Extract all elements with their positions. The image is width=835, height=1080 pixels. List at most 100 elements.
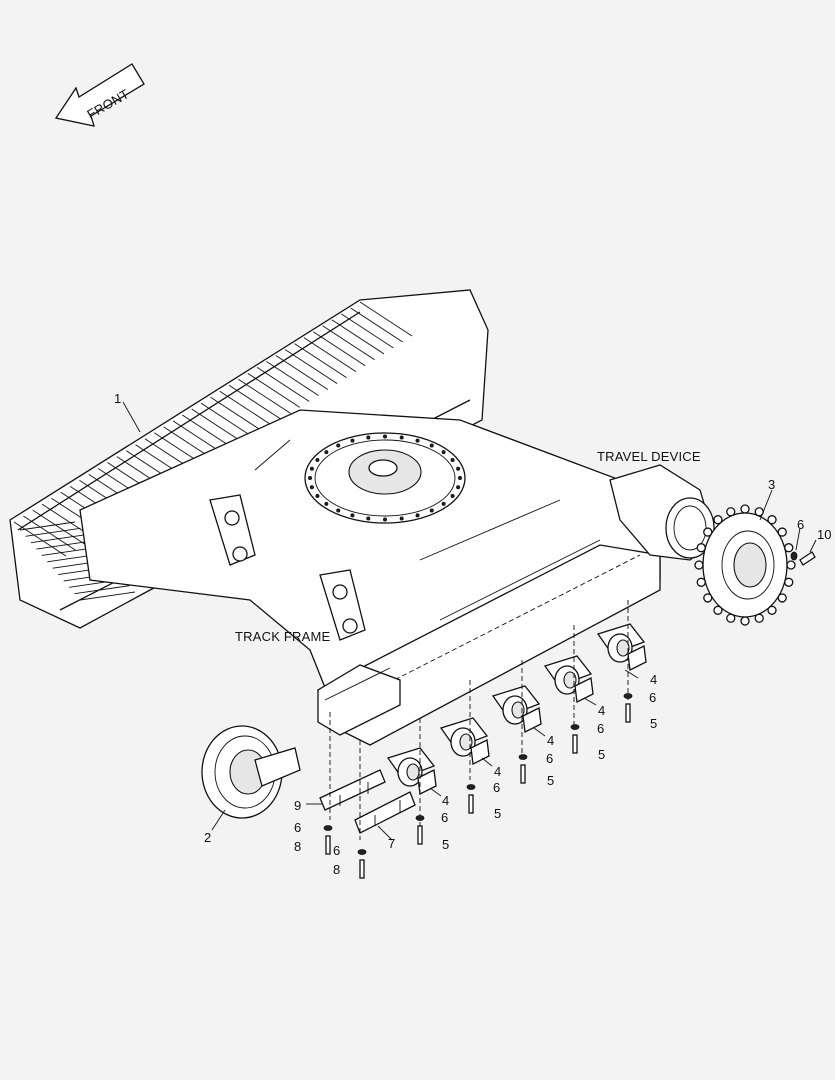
track-shoe <box>79 591 136 601</box>
washer <box>518 754 528 760</box>
ring-bolt <box>399 516 404 521</box>
washer <box>323 825 333 831</box>
sprocket-tooth <box>777 527 787 537</box>
callout-6-d: 6 <box>493 780 500 795</box>
ring-bolt <box>315 457 320 462</box>
callout-5-d: 5 <box>494 806 501 821</box>
track-roller <box>386 747 437 795</box>
sprocket-tooth <box>740 616 750 626</box>
callout-6-e: 6 <box>441 810 448 825</box>
idler <box>201 725 301 819</box>
ring-bolt <box>324 501 329 506</box>
washer <box>415 815 425 821</box>
ring-bolt <box>366 435 371 440</box>
ring-bolt <box>450 494 455 499</box>
track-shoe <box>36 540 92 550</box>
ring-bolt <box>336 508 341 513</box>
sprocket-tooth <box>726 507 736 517</box>
ring-bolt <box>450 457 455 462</box>
callout-6-c: 6 <box>546 751 553 766</box>
callout-6-sprocket: 6 <box>797 517 804 532</box>
ring-bolt <box>399 435 404 440</box>
track-shoe <box>303 337 357 373</box>
track-shoe <box>341 313 394 349</box>
track-shoe <box>30 534 86 544</box>
ring-bolt <box>456 485 461 490</box>
callout-4-e: 4 <box>442 793 449 808</box>
track-guard-front <box>319 769 416 834</box>
ring-bolt <box>324 450 329 455</box>
ring-bolt <box>382 517 387 522</box>
leader-lines <box>122 401 817 841</box>
callout-5-b: 5 <box>598 747 605 762</box>
travel-device <box>609 464 716 561</box>
track-shoe <box>210 396 263 432</box>
ring-bolt <box>336 443 341 448</box>
sprocket-tooth <box>767 515 777 525</box>
track-shoe <box>238 378 291 414</box>
ring-bolt <box>309 485 314 490</box>
side-frame-beam <box>317 544 661 746</box>
sprocket-tooth <box>713 515 723 525</box>
callout-4-c: 4 <box>547 733 554 748</box>
sprocket-tooth <box>703 527 713 537</box>
track-shoe <box>294 343 347 378</box>
track-shoe <box>266 361 319 396</box>
callout-6-a: 6 <box>649 690 656 705</box>
ring-bolt <box>456 466 461 471</box>
callout-1: 1 <box>114 391 121 406</box>
travel-device-label: TRAVEL DEVICE <box>597 449 701 464</box>
ring-bolt <box>415 513 420 518</box>
washer <box>570 724 580 730</box>
callout-6-g: 6 <box>333 843 340 858</box>
washer <box>466 784 476 790</box>
track-shoe <box>219 390 272 426</box>
bolt <box>520 764 526 784</box>
sprocket <box>694 504 796 626</box>
track-shoe <box>350 307 403 343</box>
ring-bolt <box>441 450 446 455</box>
ring-bolt <box>441 501 446 506</box>
sprocket-tooth <box>703 593 713 603</box>
callout-4-b: 4 <box>598 703 605 718</box>
sprocket-tooth <box>777 593 787 603</box>
callout-9: 9 <box>294 798 301 813</box>
callout-2: 2 <box>204 830 211 845</box>
fasteners <box>323 693 633 879</box>
bolt <box>417 825 423 845</box>
sprocket-tooth <box>784 543 794 553</box>
ring-bolt <box>350 513 355 518</box>
sprocket-teeth <box>694 504 796 626</box>
washer <box>357 849 367 855</box>
track-roller <box>543 655 594 703</box>
track-shoe <box>19 521 76 531</box>
sprocket-tooth <box>726 613 736 623</box>
track-shoe <box>247 372 301 408</box>
sprocket-tooth <box>740 504 750 514</box>
bolt <box>325 835 331 855</box>
callout-3: 3 <box>768 477 775 492</box>
sprocket-tooth <box>696 577 706 587</box>
front-arrow: FRONT <box>54 63 145 127</box>
ring-bolt <box>429 443 434 448</box>
track-shoe <box>191 408 244 444</box>
track-roller <box>439 717 490 765</box>
sprocket-bolt <box>790 551 816 566</box>
bolt <box>625 703 631 723</box>
callout-4-a: 4 <box>650 672 657 687</box>
sprocket-tooth <box>696 543 706 553</box>
callout-4-d: 4 <box>494 764 501 779</box>
track-shoe <box>25 527 81 537</box>
callout-6-b: 6 <box>597 721 604 736</box>
track-shoe <box>359 301 413 337</box>
ring-bolt <box>429 508 434 513</box>
track-shoe <box>312 331 366 367</box>
callout-5-e: 5 <box>442 837 449 852</box>
washer <box>623 693 633 699</box>
track-shoe <box>331 319 385 355</box>
track-roller <box>491 685 542 733</box>
sprocket-tooth <box>786 560 796 570</box>
ring-bolt <box>415 438 420 443</box>
track-roller <box>596 623 647 671</box>
